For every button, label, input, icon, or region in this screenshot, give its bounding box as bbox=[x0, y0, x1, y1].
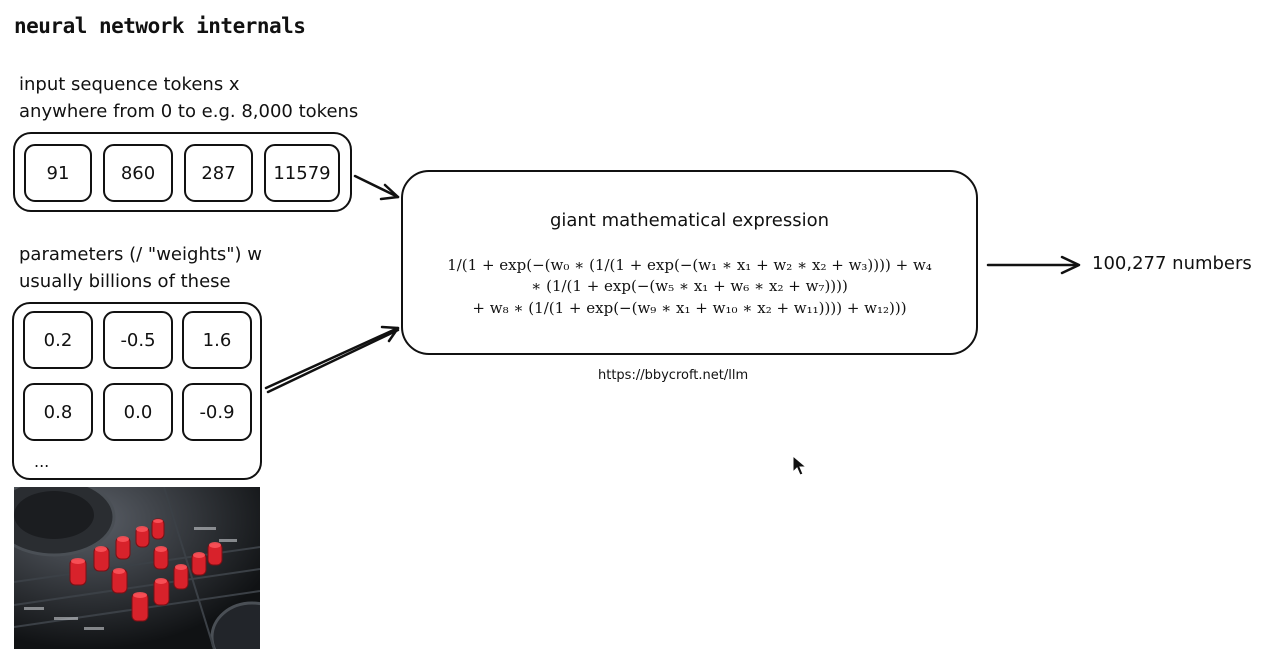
params-label-line1: parameters (/ "weights") w bbox=[19, 244, 263, 265]
params-arrow-shadow bbox=[266, 328, 400, 394]
expression-line-3: + w₈ ∗ (1/(1 + exp(−(w₉ ∗ x₁ + w₁₀ ∗ x₂ … bbox=[472, 299, 907, 317]
token-cell: 287 bbox=[184, 144, 253, 202]
parameters-box: 0.2 -0.5 1.6 0.8 0.0 -0.9 ... bbox=[12, 302, 262, 480]
weight-cell: 0.8 bbox=[23, 383, 93, 441]
page-title: neural network internals bbox=[14, 14, 306, 38]
mouse-cursor-icon bbox=[792, 455, 808, 476]
parameters-ellipsis: ... bbox=[34, 452, 50, 471]
weight-cell: 0.2 bbox=[23, 311, 93, 369]
output-label: 100,277 numbers bbox=[1092, 253, 1252, 274]
params-arrow bbox=[264, 326, 400, 390]
weight-cell: 0.0 bbox=[103, 383, 173, 441]
input-label: input sequence tokens x anywhere from 0 … bbox=[19, 71, 358, 125]
expression-line-2: ∗ (1/(1 + exp(−(w₅ ∗ x₁ + w₆ ∗ x₂ + w₇))… bbox=[531, 277, 848, 295]
token-cell: 860 bbox=[103, 144, 173, 202]
token-sequence-box: 91 860 287 11579 bbox=[13, 132, 352, 212]
input-label-line2: anywhere from 0 to e.g. 8,000 tokens bbox=[19, 101, 359, 122]
expression-line-1: 1/(1 + exp(−(w₀ ∗ (1/(1 + exp(−(w₁ ∗ x₁ … bbox=[447, 256, 932, 274]
expression-box: giant mathematical expression 1/(1 + exp… bbox=[401, 170, 978, 355]
input-label-line1: input sequence tokens x bbox=[19, 74, 240, 95]
weight-cell: 1.6 bbox=[182, 311, 252, 369]
mixer-knobs-image bbox=[14, 487, 260, 649]
params-label: parameters (/ "weights") w usually billi… bbox=[19, 241, 262, 295]
input-arrow bbox=[353, 174, 400, 199]
weight-cell: -0.9 bbox=[182, 383, 252, 441]
source-url[interactable]: https://bbycroft.net/llm bbox=[598, 368, 749, 383]
params-label-line2: usually billions of these bbox=[19, 271, 231, 292]
weight-cell: -0.5 bbox=[103, 311, 173, 369]
params-arrow-head bbox=[380, 325, 400, 343]
token-cell: 11579 bbox=[264, 144, 340, 202]
expression-title: giant mathematical expression bbox=[549, 210, 830, 231]
input-arrow-head bbox=[379, 183, 400, 201]
output-arrow-head bbox=[1060, 255, 1081, 275]
token-cell: 91 bbox=[24, 144, 92, 202]
